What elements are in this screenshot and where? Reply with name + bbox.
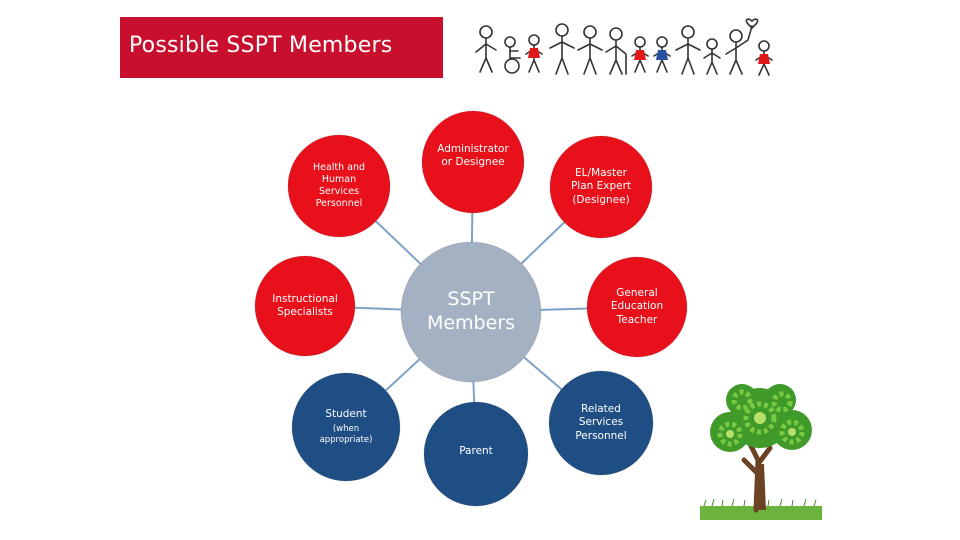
member-general-ed-line: General — [616, 287, 658, 300]
member-circle-student — [291, 372, 401, 482]
member-related-line: Personnel — [575, 429, 627, 442]
connector-el-master — [520, 221, 565, 265]
member-circle-general-ed — [586, 256, 688, 358]
member-administrator-line: Administrator — [437, 142, 509, 155]
member-health-line: Services — [318, 186, 360, 197]
connector-general-ed — [540, 307, 588, 311]
member-health-line: Personnel — [315, 197, 363, 209]
member-instructional-line: Instructional — [272, 292, 338, 305]
member-circle-health — [287, 134, 391, 238]
connector-instructional — [354, 306, 402, 311]
connector-related — [523, 356, 563, 390]
center-circle — [400, 241, 542, 383]
member-student-line: (when — [332, 424, 360, 435]
member-related-line: Related — [581, 403, 621, 416]
center-label-line: SSPT — [447, 288, 495, 311]
connector-health — [375, 220, 422, 265]
member-el-master-line: (Designee) — [572, 193, 630, 206]
member-parent-line: Parent — [459, 445, 493, 458]
family-stick-figures-icon — [475, 18, 773, 76]
center-label-line: Members — [426, 312, 516, 334]
title-banner: Possible SSPT Members — [120, 17, 443, 78]
member-circle-related — [548, 370, 654, 476]
member-student-line: appropriate) — [319, 435, 373, 446]
member-related-line: Services — [578, 416, 624, 429]
member-circle-el-master — [549, 135, 653, 239]
member-student-line: Student — [325, 408, 367, 421]
member-circle-administrator — [421, 110, 525, 214]
member-administrator-line: or Designee — [441, 156, 505, 168]
member-el-master-line: Plan Expert — [570, 180, 632, 193]
member-instructional-line: Specialists — [277, 306, 333, 318]
member-circle-instructional — [254, 255, 356, 357]
page-title: Possible SSPT Members — [129, 33, 393, 58]
gear-tree-icon — [700, 384, 822, 520]
member-health-line: Health and — [312, 162, 366, 174]
connector-student — [385, 358, 421, 392]
connector-parent — [472, 381, 476, 403]
member-general-ed-line: Teacher — [616, 313, 658, 326]
member-general-ed-line: Education — [610, 300, 664, 313]
member-el-master-line: EL/Master — [575, 167, 627, 180]
member-health-line: Human — [321, 174, 357, 186]
member-parent: Parent — [424, 402, 528, 506]
member-circle-parent — [423, 401, 529, 507]
